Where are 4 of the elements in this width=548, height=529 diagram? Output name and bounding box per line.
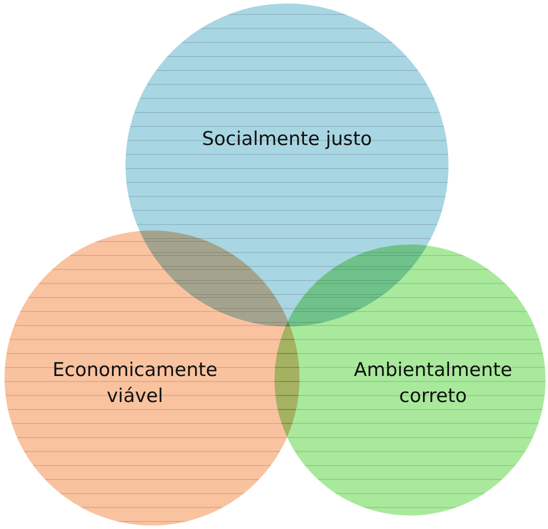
circle-label: Socialmente justo — [200, 127, 374, 152]
venn-circle — [272, 242, 548, 518]
circle-label: Economicamente viável — [52, 358, 218, 409]
circle-label: Ambientalmente correto — [352, 358, 514, 409]
